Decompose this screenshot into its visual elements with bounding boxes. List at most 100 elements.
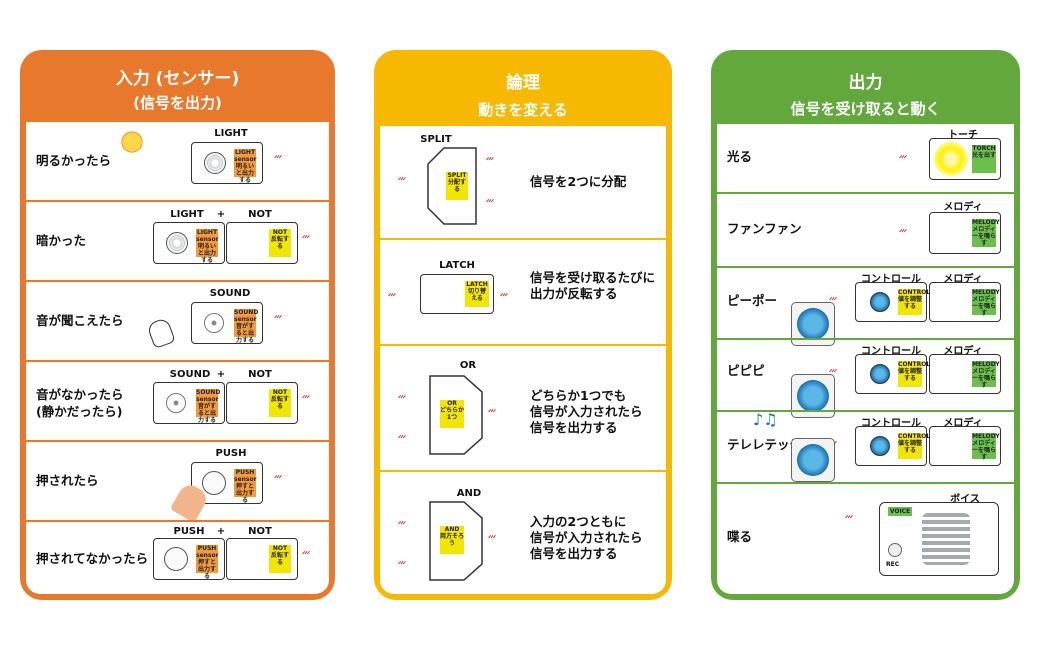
melody-module: MELODY メロディーを鳴らす	[929, 282, 1001, 322]
light-lens	[166, 232, 188, 254]
voice-chip: VOICE	[888, 507, 912, 516]
control-chip: CONTROL 値を調整する	[898, 361, 930, 387]
not-chip: NOT 反転する	[269, 545, 291, 573]
signal-wave: ᐟᐟᐟ	[388, 292, 396, 301]
output-row-light: 光る トーチ ᐟᐟᐟ TORCH 光を出す	[717, 124, 1014, 192]
output-row-peepo: ピーポー コントロール メロディ ᐟᐟᐟ CONTROL 値を調整する MELO…	[717, 268, 1014, 346]
signal-wave: ᐟᐟᐟ	[302, 394, 310, 403]
signal-wave: ᐟᐟᐟ	[302, 550, 310, 559]
row-divider	[26, 360, 329, 362]
torch-module: TORCH 光を出す	[929, 138, 1001, 180]
logic-row-or: OR ᐟᐟᐟ ᐟᐟᐟ OR どちらか1つ ᐟᐟᐟ どちらか1つでも 信号が入力さ…	[380, 346, 666, 470]
module-tag: SPLIT	[420, 134, 452, 145]
signal-wave: ᐟᐟᐟ	[486, 156, 494, 165]
row-divider	[717, 192, 1014, 194]
row-divider	[717, 266, 1014, 268]
signal-wave: ᐟᐟᐟ	[274, 154, 282, 163]
melody-module: MELODY メロディーを鳴らす	[929, 354, 1001, 394]
module-tag: メロディ	[943, 346, 983, 357]
signal-wave: ᐟᐟᐟ	[398, 176, 406, 185]
signal-wave: ᐟᐟᐟ	[488, 408, 496, 417]
row-label: ピピピ	[727, 363, 765, 378]
signal-wave: ᐟᐟᐟ	[398, 394, 406, 403]
module-tag: メロディ	[943, 202, 983, 213]
signal-wave: ᐟᐟᐟ	[398, 434, 406, 443]
melody-module: MELODY メロディーを鳴らす	[929, 212, 1001, 254]
row-label: ファンファン	[727, 221, 802, 236]
signal-wave: ᐟᐟᐟ	[486, 198, 494, 207]
latch-description: 信号を受け取るたびに 出力が反転する	[530, 270, 656, 301]
and-description: 入力の2つともに 信号が入力されたら 信号を出力する	[530, 514, 643, 561]
module-tag: PUSH	[173, 526, 205, 537]
row-label: 押されたら	[36, 473, 99, 488]
output-panel-header: 出力 信号を受け取ると動く	[711, 68, 1020, 119]
module-tag: PUSH	[215, 448, 247, 459]
row-divider	[717, 338, 1014, 340]
melody-chip: MELODY メロディーを鳴らす	[972, 219, 1000, 247]
logic-row-split: SPLIT ᐟᐟᐟ SPLIT 分配する ᐟᐟᐟ ᐟᐟᐟ 信号を2つに分配	[380, 126, 666, 238]
module-tag: NOT	[248, 369, 272, 380]
melody-module: MELODY メロディーを鳴らす	[929, 426, 1001, 466]
push-button-icon	[202, 471, 226, 495]
small-knob-icon	[870, 364, 890, 384]
latch-chip: LATCH 切り替える	[465, 281, 489, 307]
sound-sensor-module: SOUND sensor 音がすると出力する	[191, 302, 263, 344]
push-chip: PUSH sensor 押すと出力する	[234, 469, 257, 504]
signal-wave: ᐟᐟᐟ	[899, 154, 907, 163]
rec-button-icon	[888, 543, 902, 557]
control-module: CONTROL 値を調整する	[855, 426, 930, 466]
output-row-fanfan: ファンファン メロディ ᐟᐟᐟ MELODY メロディーを鳴らす	[717, 194, 1014, 266]
row-label: ピーポー	[727, 293, 778, 308]
split-chip: SPLIT 分配する	[446, 172, 468, 200]
row-label: 音が聞こえたら	[36, 313, 124, 328]
signal-wave: ᐟᐟᐟ	[845, 514, 853, 523]
row-label: 音がなかったら (静かだったら)	[36, 387, 124, 419]
light-sensor-module: LIGHT sensor 明るいと出力する	[153, 222, 225, 264]
module-tag: コントロール	[861, 418, 921, 429]
row-divider	[26, 520, 329, 522]
module-tag: SOUND	[169, 369, 211, 380]
signal-wave: ᐟᐟᐟ	[302, 234, 310, 243]
row-label: 暗かった	[36, 233, 87, 248]
module-tag: コントロール	[861, 274, 921, 285]
row-divider	[26, 440, 329, 442]
push-button-icon	[164, 547, 188, 571]
logic-row-and: AND ᐟᐟᐟ ᐟᐟᐟ AND 両方そろう ᐟᐟᐟ 入力の2つともに 信号が入力…	[380, 472, 666, 594]
output-panel-body: 光る トーチ ᐟᐟᐟ TORCH 光を出す ファンファン メロディ ᐟᐟᐟ ME…	[717, 124, 1014, 594]
push-chip: PUSH sensor 押すと出力する	[196, 545, 219, 580]
row-divider	[380, 344, 666, 346]
output-row-terere: ♪♫ テレレテッテ コントロール メロディ ᐟᐟᐟ CONTROL 値を調整する…	[717, 410, 1014, 482]
dial-zoom-icon	[791, 438, 835, 482]
push-sensor-module: PUSH sensor 押すと出力する	[153, 538, 225, 580]
input-row-push: 押されたら PUSH PUSH sensor 押すと出力する ᐟᐟᐟ	[26, 442, 329, 523]
not-module: NOT 反転する	[226, 538, 298, 580]
logic-title: 論理	[506, 73, 540, 93]
input-panel-header: 入力 (センサー) (信号を出力)	[20, 64, 335, 113]
signal-wave: ᐟᐟᐟ	[899, 228, 907, 237]
module-tag: コントロール	[861, 346, 921, 357]
output-row-speak: 喋る ボイス ᐟᐟᐟ VOICE REC	[717, 484, 1014, 594]
latch-module: LATCH 切り替える	[420, 274, 494, 314]
logic-panel-body: SPLIT ᐟᐟᐟ SPLIT 分配する ᐟᐟᐟ ᐟᐟᐟ 信号を2つに分配 LA…	[380, 126, 666, 594]
control-module: CONTROL 値を調整する	[855, 354, 930, 394]
and-chip: AND 両方そろう	[440, 526, 464, 554]
input-row-quiet: 音がなかったら (静かだったら) SOUND + NOT SOUND senso…	[26, 362, 329, 440]
module-tag: NOT	[248, 526, 272, 537]
control-chip: CONTROL 値を調整する	[898, 289, 930, 315]
or-description: どちらか1つでも 信号が入力されたら 信号を出力する	[530, 388, 643, 435]
signal-wave: ᐟᐟᐟ	[398, 520, 406, 529]
module-tag: ボイス	[950, 494, 980, 505]
signal-wave: ᐟᐟᐟ	[274, 474, 282, 483]
row-divider	[717, 482, 1014, 484]
input-subtitle: (信号を出力)	[133, 94, 222, 112]
not-chip: NOT 反転する	[269, 229, 291, 257]
split-description: 信号を2つに分配	[530, 174, 627, 189]
module-tag: SOUND	[209, 288, 251, 299]
logic-subtitle: 動きを変える	[478, 101, 568, 119]
signal-wave: ᐟᐟᐟ	[829, 296, 837, 305]
melody-chip: MELODY メロディーを鳴らす	[972, 433, 1000, 461]
module-tag: LIGHT	[170, 209, 204, 220]
module-tag: トーチ	[948, 130, 978, 141]
logic-row-latch: LATCH ᐟᐟᐟ LATCH 切り替える ᐟᐟᐟ 信号を受け取るたびに 出力が…	[380, 240, 666, 344]
module-tag: メロディ	[943, 418, 983, 429]
